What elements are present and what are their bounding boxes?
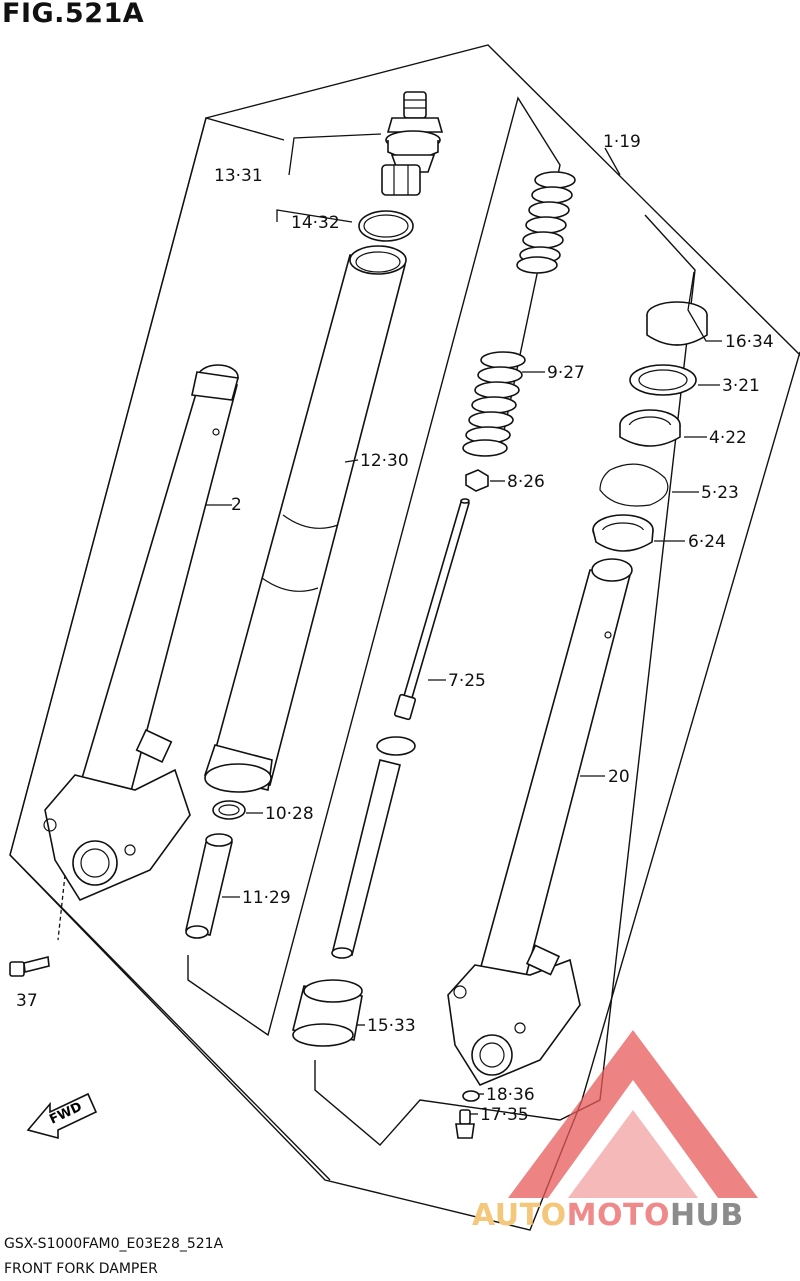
- callout-7-25: 7·25: [448, 671, 486, 691]
- callout-11-29: 11·29: [242, 888, 291, 908]
- washer-18: [462, 1090, 480, 1102]
- fork-spring-upper: [516, 171, 576, 274]
- sleeve-15: [292, 979, 363, 1047]
- callout-4-22: 4·22: [709, 428, 747, 448]
- damper-cylinder-11: [185, 833, 233, 939]
- watermark-text: AUTOMOTOHUB: [472, 1198, 744, 1233]
- callout-16-34: 16·34: [725, 332, 774, 352]
- nut-8: [465, 469, 489, 492]
- callout-2: 2: [231, 495, 242, 515]
- callout-3-21: 3·21: [722, 376, 760, 396]
- fork-spring-lower: [462, 351, 526, 457]
- callout-10-28: 10·28: [265, 804, 314, 824]
- callout-15-33: 15·33: [367, 1016, 416, 1036]
- bleed-screw-17: [455, 1109, 475, 1139]
- callout-1-19: 1·19: [603, 132, 641, 152]
- callout-20: 20: [608, 767, 630, 787]
- callout-13-31: 13·31: [214, 166, 263, 186]
- figure-caption: FRONT FORK DAMPER: [4, 1261, 158, 1277]
- callout-37: 37: [16, 991, 38, 1011]
- figure-code: GSX-S1000FAM0_E03E28_521A: [4, 1236, 224, 1252]
- callout-9-27: 9·27: [547, 363, 585, 383]
- callout-6-24: 6·24: [688, 532, 726, 552]
- figure-title: FIG.521A: [2, 0, 145, 29]
- callout-17-35: 17·35: [480, 1105, 529, 1125]
- oil-seal-4: [619, 409, 681, 447]
- watermark-logo-icon: [508, 1030, 758, 1198]
- washer-3: [629, 364, 697, 396]
- top-cap-adjuster: [381, 91, 444, 196]
- group-frame-left: [9, 117, 331, 1181]
- damper-rod: [331, 498, 471, 959]
- snap-ring-5: [599, 463, 669, 507]
- callout-14-32: 14·32: [291, 213, 340, 233]
- outer-tube: [203, 245, 407, 793]
- dust-seal-6: [592, 514, 654, 552]
- inner-tube-right: [447, 558, 633, 1086]
- callout-5-23: 5·23: [701, 483, 739, 503]
- fwd-arrow-icon: FWD: [26, 1092, 98, 1140]
- group-frame-right: [314, 214, 696, 1146]
- bolt-37: [9, 956, 50, 977]
- callout-12-30: 12·30: [360, 451, 409, 471]
- seal-10: [212, 800, 246, 820]
- bushing-16: [646, 301, 708, 346]
- callout-8-26: 8·26: [507, 472, 545, 492]
- callout-18-36: 18·36: [486, 1085, 535, 1105]
- o-ring-14: [358, 210, 414, 242]
- inner-tube-left: [43, 364, 240, 902]
